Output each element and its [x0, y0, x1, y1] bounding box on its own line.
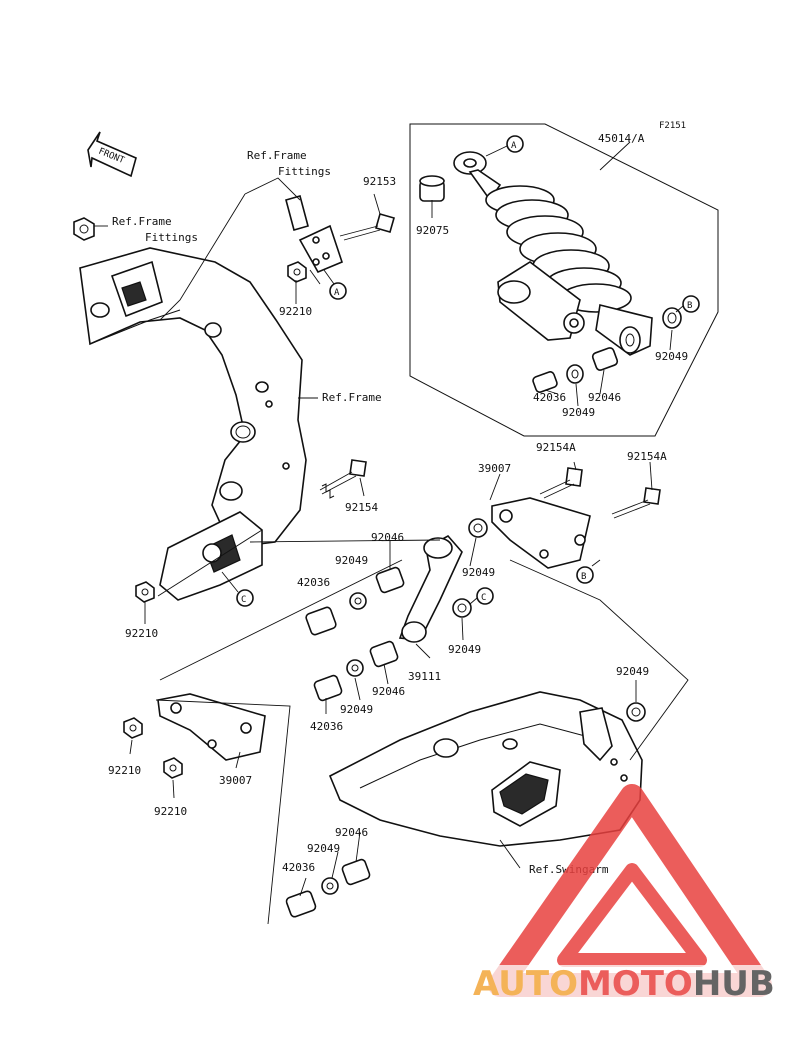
ref-frame-fittings-left-line1: Ref.Frame — [112, 215, 172, 228]
nut-92210-left — [135, 581, 155, 603]
nut-92210-top — [287, 261, 307, 283]
collar-92075 — [419, 175, 445, 202]
part-92046-bottom-label: 92046 — [335, 826, 368, 839]
svg-text:C: C — [481, 593, 486, 603]
lower-pivot-hardware — [313, 640, 399, 702]
bolt-92153 — [339, 213, 395, 241]
part-92153-label: 92153 — [363, 175, 396, 188]
svg-text:B: B — [687, 301, 692, 311]
part-39007-low-label: 39007 — [219, 774, 252, 787]
part-39111-label: 39111 — [408, 670, 441, 683]
automotohub-watermark-logo: AUTOMOTOHUB — [470, 784, 800, 1005]
shock-lower-hardware — [532, 307, 682, 393]
part-42036-mid-label: 42036 — [297, 576, 330, 589]
ref-frame-fittings-top-line2: Fittings — [278, 165, 331, 178]
part-92049-low-label: 92049 — [340, 703, 373, 716]
bottom-pivot-hardware — [285, 858, 371, 918]
mid-pivot-hardware — [305, 518, 488, 636]
tie-rod-39007-upper — [491, 497, 591, 569]
callout-c-right: C — [469, 587, 494, 605]
figure-code: F2151 — [659, 121, 686, 131]
bolt-92154 — [319, 459, 367, 499]
rear-shock-absorber — [453, 151, 653, 356]
bolt-92154A-1 — [539, 467, 583, 499]
svg-text:A: A — [334, 288, 340, 298]
tie-rod-39007-lower — [157, 693, 266, 761]
swingarm-structure — [328, 691, 643, 847]
washer-92049-swingarm — [626, 702, 646, 722]
part-45014-label: 45014/A — [598, 132, 645, 145]
bolt-92154A-2 — [611, 487, 661, 519]
part-92049-shock-label: 92049 — [655, 350, 688, 363]
part-92049-shock-low-label: 92049 — [562, 406, 595, 419]
part-92075-label: 92075 — [416, 224, 449, 237]
part-92210-a-label: 92210 — [108, 764, 141, 777]
part-92049-mid-label: 92049 — [335, 554, 368, 567]
ref-frame-fittings-left-line2: Fittings — [145, 231, 198, 244]
front-arrow-icon: FRONT — [87, 131, 137, 178]
part-92049-link-c-label: 92049 — [448, 643, 481, 656]
callout-a-bracket: A — [323, 269, 347, 300]
part-92046-low-label: 92046 — [372, 685, 405, 698]
part-42036-shock-label: 42036 — [533, 391, 566, 404]
frame-structure — [79, 247, 307, 601]
part-92210-top-label: 92210 — [279, 305, 312, 318]
part-92046-mid-label: 92046 — [371, 531, 404, 544]
part-92154A-2-label: 92154A — [627, 450, 667, 463]
svg-text:A: A — [511, 141, 517, 151]
part-92049-link-right-label: 92049 — [462, 566, 495, 579]
part-39007-top-label: 39007 — [478, 462, 511, 475]
part-92154A-1-label: 92154A — [536, 441, 576, 454]
nut-92210-a — [123, 717, 143, 739]
callout-b-top: B — [675, 295, 700, 313]
part-42036-low-label: 42036 — [310, 720, 343, 733]
frame-fitting-bracket — [285, 195, 343, 274]
shock-spring — [485, 185, 632, 313]
leader-lines — [94, 141, 689, 925]
callout-b-bottom: B — [576, 566, 594, 584]
part-92210-b-label: 92210 — [154, 805, 187, 818]
part-92049-swingarm-label: 92049 — [616, 665, 649, 678]
part-92210-left-label: 92210 — [125, 627, 158, 640]
callout-c-left: C — [221, 571, 254, 607]
part-92154-label: 92154 — [345, 501, 378, 514]
nut-92210-b — [163, 757, 183, 779]
part-42036-bottom-label: 42036 — [282, 861, 315, 874]
ref-frame-fittings-top-line1: Ref.Frame — [247, 149, 307, 162]
callout-a-top: A — [485, 135, 524, 157]
watermark-text: AUTOMOTOHUB — [473, 964, 775, 1004]
shock-group-outline — [409, 123, 719, 437]
svg-text:C: C — [241, 595, 246, 605]
rocker-arm-39111 — [398, 534, 463, 643]
svg-text:B: B — [581, 572, 586, 582]
part-92046-shock-label: 92046 — [588, 391, 621, 404]
ref-frame-label: Ref.Frame — [322, 391, 382, 404]
nut-left-frame-fittings — [73, 217, 95, 241]
part-92049-bottom-label: 92049 — [307, 842, 340, 855]
